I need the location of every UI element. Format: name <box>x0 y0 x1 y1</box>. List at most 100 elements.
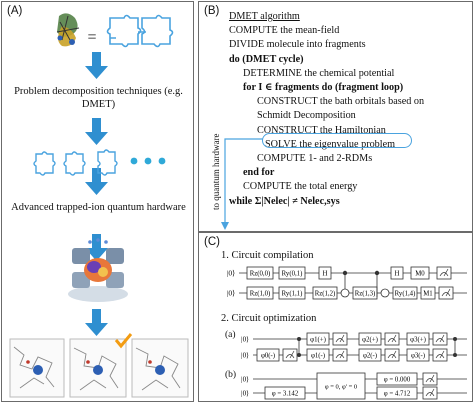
measure-box <box>384 332 400 346</box>
ellipsis-dots <box>130 157 166 165</box>
gate-box <box>246 286 274 300</box>
gate-label: Rz(0,0) <box>250 271 271 278</box>
control-dot <box>453 353 457 357</box>
measure-box <box>282 348 298 362</box>
gate-box <box>420 286 436 300</box>
measure-needle <box>429 388 435 397</box>
structure-thumbnails <box>9 338 189 398</box>
measure-arc <box>425 392 435 397</box>
gate-label: φ1(-) <box>311 353 325 360</box>
ket-zero: |0⟩ <box>241 390 249 398</box>
check-icon <box>114 333 133 349</box>
algorithm-line: SOLVE the eigenvalue problem <box>265 138 396 150</box>
measure-box <box>432 332 448 346</box>
measure-needle <box>391 350 397 359</box>
fragment-pieces <box>33 149 118 176</box>
circuit-optimization-title: 2. Circuit optimization <box>221 313 317 324</box>
measure-needle <box>443 268 449 277</box>
solve-highlight-ellipse <box>262 133 412 148</box>
fragments-icon <box>106 14 174 48</box>
algorithm-line: DETERMINE the chemical potential <box>243 67 395 79</box>
gate-label: φ1(+) <box>310 337 326 344</box>
measure-arc <box>435 338 445 343</box>
sub-a-label: (a) <box>225 330 236 340</box>
measure-arc <box>335 338 345 343</box>
gate-label: Ry(0,1) <box>282 271 303 278</box>
gate-box <box>312 286 338 300</box>
gate-box <box>358 348 382 362</box>
measure-needle <box>339 350 345 359</box>
gate-box <box>264 386 306 400</box>
step-hardware-text: Advanced trapped-ion quantum hardware <box>11 202 186 213</box>
gate-label: φ = 4.712 <box>384 391 411 398</box>
gate-box <box>306 348 330 362</box>
gate-box <box>246 266 274 280</box>
panel-b-label: (B) <box>204 5 220 17</box>
gate-label: φ3(+) <box>410 337 426 344</box>
measure-box <box>436 266 452 280</box>
measure-arc <box>439 272 449 277</box>
ion-trap-icon <box>68 238 128 302</box>
gate-label: φ = 0.000 <box>384 377 411 384</box>
control-dot <box>297 337 301 341</box>
panel-a-label: (A) <box>7 5 23 17</box>
ket-zero: |0⟩ <box>241 352 249 360</box>
gate-label: φ2(+) <box>362 337 378 344</box>
panel-c-label: (C) <box>204 236 220 248</box>
gate-box <box>406 348 430 362</box>
panel-c: (C) 1. Circuit compilation 2. Circuit op… <box>198 232 473 402</box>
gate-box <box>318 266 332 280</box>
gate-box <box>278 286 306 300</box>
ms-gate-box <box>316 372 366 400</box>
gate-label: φ = 0, φ' = 0 <box>325 384 357 391</box>
gate-box <box>306 332 330 346</box>
gate-box <box>376 386 418 400</box>
measure-box <box>432 348 448 362</box>
cnot-target <box>340 288 350 298</box>
sub-b-label: (b) <box>225 370 237 380</box>
algorithm-line: DIVIDE molecule into fragments <box>229 39 366 51</box>
gate-box <box>256 348 280 362</box>
measure-arc <box>285 354 295 359</box>
ket-zero: |0⟩ <box>241 376 249 384</box>
control-dot <box>453 337 457 341</box>
algorithm-line: DMET algorithm <box>229 11 300 22</box>
gate-box <box>278 266 306 280</box>
gate-label: Rz(1,0) <box>250 291 271 298</box>
algorithm-line: CONSTRUCT the bath orbitals based on <box>257 96 425 108</box>
panel-a-graphics <box>9 13 189 398</box>
measure-needle <box>391 334 397 343</box>
measure-needle <box>429 374 435 383</box>
equals-sign: = <box>87 29 97 46</box>
gate-box <box>358 332 382 346</box>
measure-box <box>422 372 438 386</box>
gate-label: M1 <box>423 291 432 298</box>
ket-zero: |0⟩ <box>241 336 249 344</box>
ket-zero: |0⟩ <box>227 269 235 278</box>
algorithm-line: COMPUTE the mean-field <box>229 25 340 37</box>
algorithm-line: COMPUTE 1- and 2-RDMs <box>257 153 373 164</box>
measure-box <box>422 386 438 400</box>
gate-label: φ3(-) <box>411 353 425 360</box>
measure-needle <box>289 350 295 359</box>
measure-needle <box>445 288 451 297</box>
molecule-icon <box>56 13 80 47</box>
measure-arc <box>435 354 445 359</box>
measure-arc <box>425 378 435 383</box>
gate-label: M0 <box>415 271 425 278</box>
measure-arc <box>441 292 451 297</box>
gate-box <box>410 266 430 280</box>
algorithm-line: for I ∈ fragments do (fragment loop) <box>243 82 404 93</box>
gate-label: Rz(1,3) <box>355 291 376 298</box>
gate-label: H <box>395 271 400 278</box>
algorithm-line: COMPUTE the total energy <box>243 181 358 193</box>
gate-label: Ry(1,1) <box>282 291 303 298</box>
measure-needle <box>339 334 345 343</box>
gate-label: Rz(1,2) <box>315 291 336 298</box>
gate-box <box>406 332 430 346</box>
algorithm-line: while Σ|Nelec| ≠ Nelec,sys <box>229 195 340 207</box>
panel-a: (A) <box>1 1 194 402</box>
algorithm-line: end for <box>243 167 275 179</box>
